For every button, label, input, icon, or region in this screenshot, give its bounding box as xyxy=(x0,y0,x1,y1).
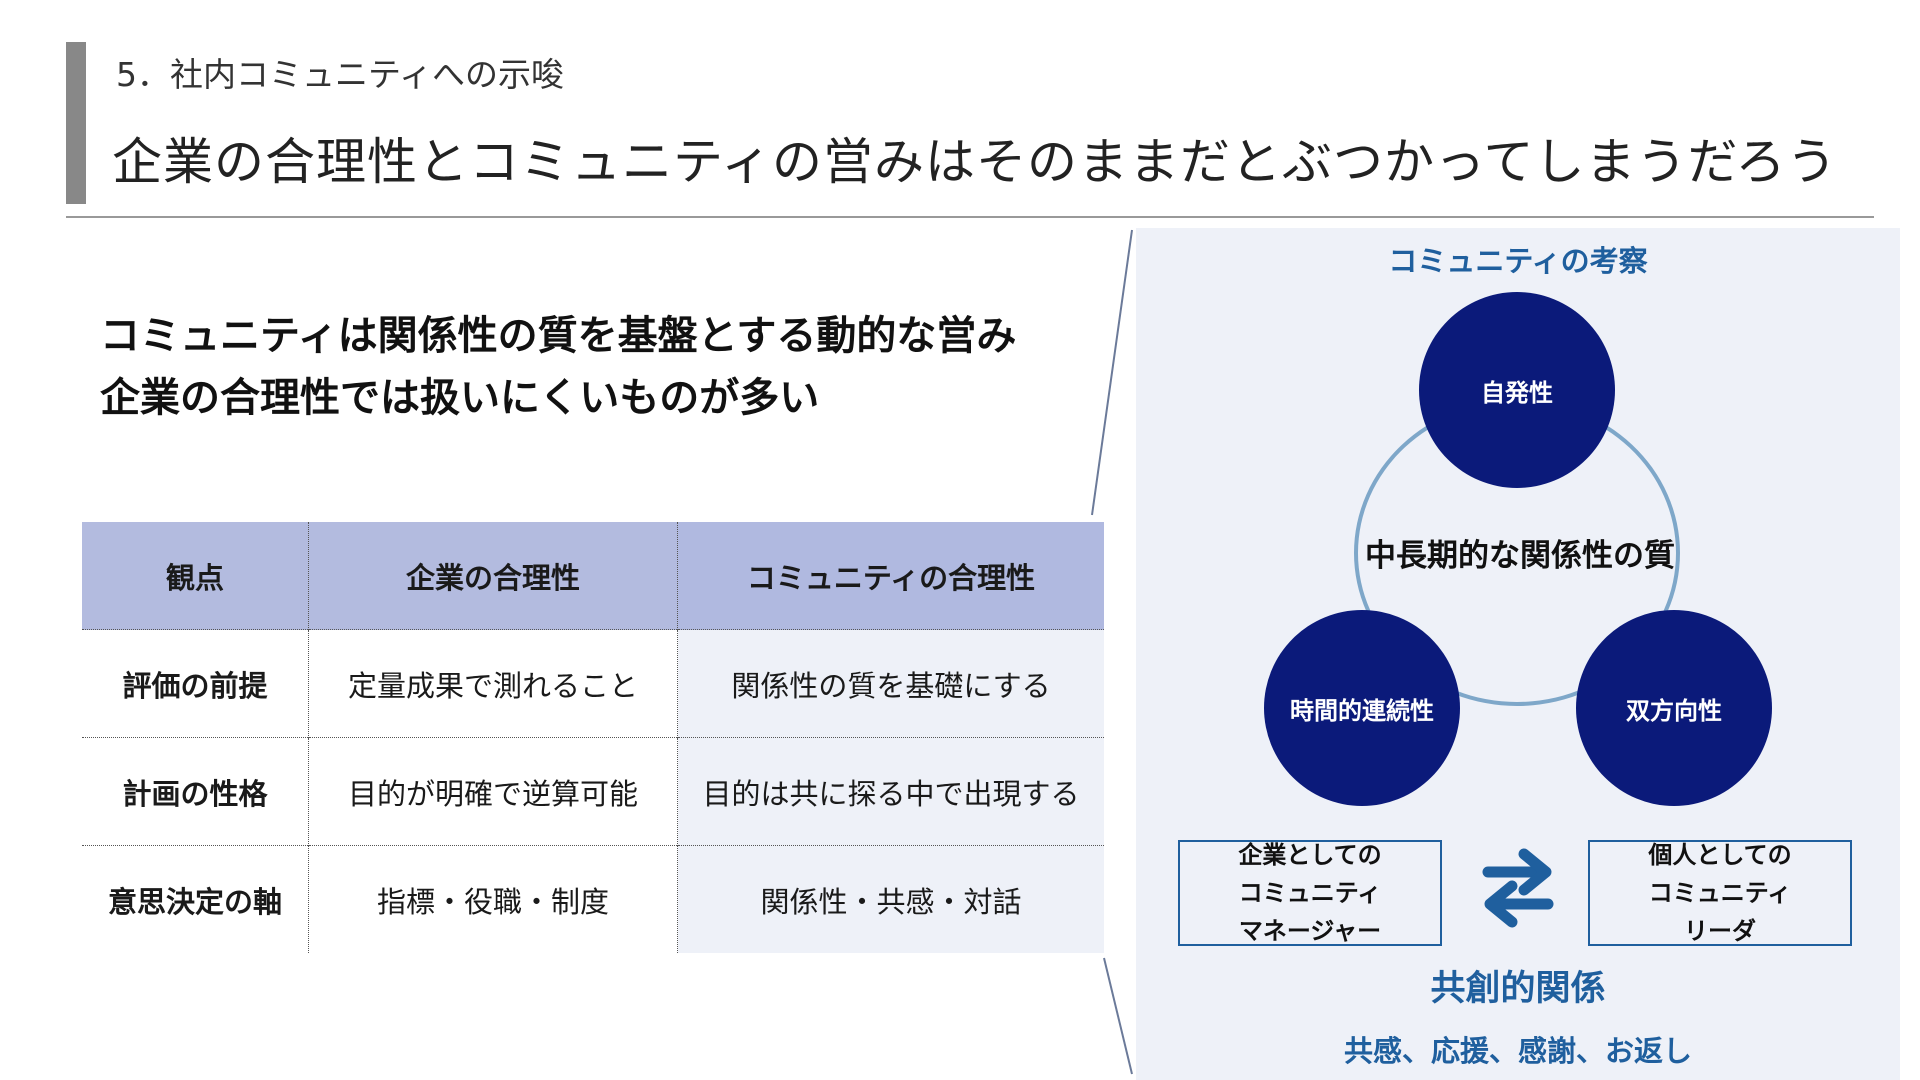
table-cell-viewpoint: 意思決定の軸 xyxy=(82,845,309,953)
lead-text: コミュニティは関係性の質を基盤とする動的な営み 企業の合理性では扱いにくいものが… xyxy=(100,305,1016,429)
table-cell-corporate: 目的が明確で逆算可能 xyxy=(308,737,678,846)
role-box-corporate-manager: 企業としての コミュニティ マネージャー xyxy=(1178,840,1442,946)
table-cell-community: 関係性の質を基礎にする xyxy=(677,629,1104,738)
table-header-row: 観点 企業の合理性 コミュニティの合理性 xyxy=(82,522,1104,630)
table-cell-community: 関係性・共感・対話 xyxy=(677,845,1104,953)
table-header-corporate: 企業の合理性 xyxy=(308,522,678,630)
table-cell-corporate: 定量成果で測れること xyxy=(308,629,678,738)
table-header-viewpoint: 観点 xyxy=(82,522,309,630)
lead-line-2: 企業の合理性では扱いにくいものが多い xyxy=(100,375,820,421)
table-cell-corporate: 指標・役職・制度 xyxy=(308,845,678,953)
swap-arrows-icon xyxy=(1482,848,1554,928)
page-title: 企業の合理性とコミュニティの営みはそのままだとぶつかってしまうだろう xyxy=(112,133,1838,191)
header-divider xyxy=(66,216,1874,218)
relation-sub-label: 共感、応援、感謝、お返し xyxy=(1343,1034,1692,1068)
table-row: 評価の前提 定量成果で測れること 関係性の質を基礎にする xyxy=(82,629,1104,738)
table-row: 意思決定の軸 指標・役職・制度 関係性・共感・対話 xyxy=(82,845,1104,953)
connector-line-bottom xyxy=(1103,957,1133,1075)
header-accent-bar xyxy=(66,42,86,204)
table-header-community: コミュニティの合理性 xyxy=(677,522,1104,630)
center-label: 中長期的な関係性の質 xyxy=(1365,538,1675,574)
bubble-bidirectionality: 双方向性 xyxy=(1576,610,1772,806)
panel-title: コミュニティの考察 xyxy=(1388,244,1648,278)
comparison-table: 観点 企業の合理性 コミュニティの合理性 評価の前提 定量成果で測れること 関係… xyxy=(82,522,1104,953)
relation-label: 共創的関係 xyxy=(1430,969,1606,1009)
table-row: 計画の性格 目的が明確で逆算可能 目的は共に探る中で出現する xyxy=(82,737,1104,846)
bubble-temporal-continuity: 時間的連続性 xyxy=(1264,610,1460,806)
role-box-individual-leader: 個人としての コミュニティ リーダ xyxy=(1588,840,1852,946)
connector-line-top xyxy=(1091,229,1133,516)
table-cell-viewpoint: 計画の性格 xyxy=(82,737,309,846)
table-cell-viewpoint: 評価の前提 xyxy=(82,629,309,738)
section-label: 5．社内コミュニティへの示唆 xyxy=(116,55,565,94)
table-cell-community: 目的は共に探る中で出現する xyxy=(677,737,1104,846)
bubble-spontaneity: 自発性 xyxy=(1419,292,1615,488)
lead-line-1: コミュニティは関係性の質を基盤とする動的な営み xyxy=(100,313,1017,359)
